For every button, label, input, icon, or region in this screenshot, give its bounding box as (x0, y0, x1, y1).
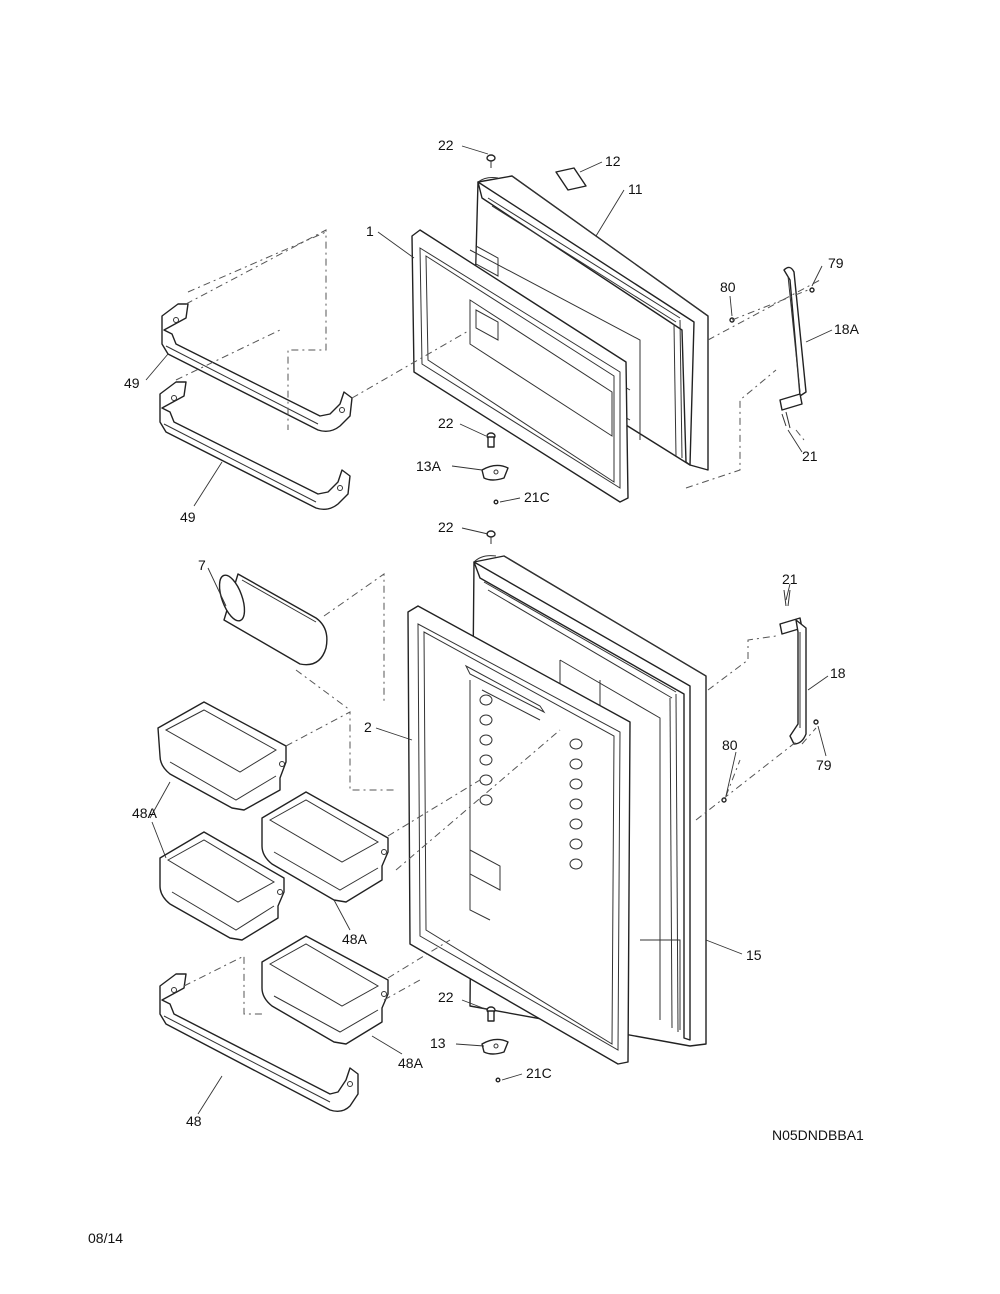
callout-79: 79 (828, 255, 844, 271)
door-bin-48a-lower (261, 935, 389, 1045)
callout-1: 1 (366, 223, 374, 239)
page-date: 08/14 (88, 1230, 123, 1246)
diagram-code: N05DNDBBA1 (772, 1127, 864, 1143)
callout-49: 49 (180, 509, 196, 525)
hinge-13 (481, 1038, 509, 1055)
callout-22: 22 (438, 519, 454, 535)
callout-21: 21 (802, 448, 818, 464)
door-shelf-48 (159, 973, 359, 1113)
callout-79: 79 (816, 757, 832, 773)
freezer-door-panel (469, 175, 709, 471)
screw-22-freezer-bottom (486, 432, 496, 448)
freezer-door-liner-detail (469, 245, 613, 437)
fresh-food-door-handle (779, 617, 807, 745)
screw-21c-fresh (495, 1077, 501, 1083)
callout-22: 22 (438, 989, 454, 1005)
callout-48a: 48A (342, 931, 368, 947)
leader-lines (145, 145, 833, 1115)
callout-21: 21 (782, 571, 798, 587)
door-bin-48a-left-upper (157, 701, 287, 811)
screw-22-top (486, 154, 496, 168)
fresh-food-door-liner-detail (464, 664, 583, 921)
screw-21-freezer (781, 411, 791, 429)
callout-22: 22 (438, 137, 454, 153)
door-bin-48a-left-lower (159, 831, 285, 941)
callout-13: 13 (430, 1035, 446, 1051)
callout-80: 80 (722, 737, 738, 753)
callout-11: 11 (628, 181, 643, 197)
door-bin-48a-middle (261, 791, 389, 903)
screw-79-fresh (813, 719, 819, 725)
screw-22-fresh-bottom (486, 1006, 496, 1022)
callout-15: 15 (746, 947, 762, 963)
callout-7: 7 (198, 557, 206, 573)
screw-21-fresh (783, 589, 791, 607)
callout-18a: 18A (834, 321, 860, 337)
callout-18: 18 (830, 665, 846, 681)
callout-21c: 21C (524, 489, 550, 505)
freezer-door-shelf-lower (159, 381, 351, 511)
shelf-rail-bumps-right (569, 738, 583, 870)
callout-48: 48 (186, 1113, 202, 1129)
callout-48a: 48A (132, 805, 158, 821)
callout-13a: 13A (416, 458, 442, 474)
label-badge (555, 167, 587, 191)
callout-2: 2 (364, 719, 372, 735)
callout-80: 80 (720, 279, 736, 295)
callout-21c: 21C (526, 1065, 552, 1081)
callout-12: 12 (605, 153, 621, 169)
fresh-food-door-gasket (407, 605, 631, 1065)
shelf-rail-bumps-left (479, 694, 493, 806)
callout-48a: 48A (398, 1055, 424, 1071)
callout-49: 49 (124, 375, 140, 391)
screw-22-fresh-top (486, 530, 496, 544)
freezer-door-handle (779, 266, 807, 411)
freezer-door-gasket (411, 229, 629, 503)
screw-79-freezer (809, 287, 815, 293)
butter-container (218, 573, 328, 666)
freezer-door-shelf-upper (161, 303, 353, 433)
hinge-13a (481, 464, 509, 481)
screw-21c-freezer (493, 499, 499, 505)
callout-22: 22 (438, 415, 454, 431)
